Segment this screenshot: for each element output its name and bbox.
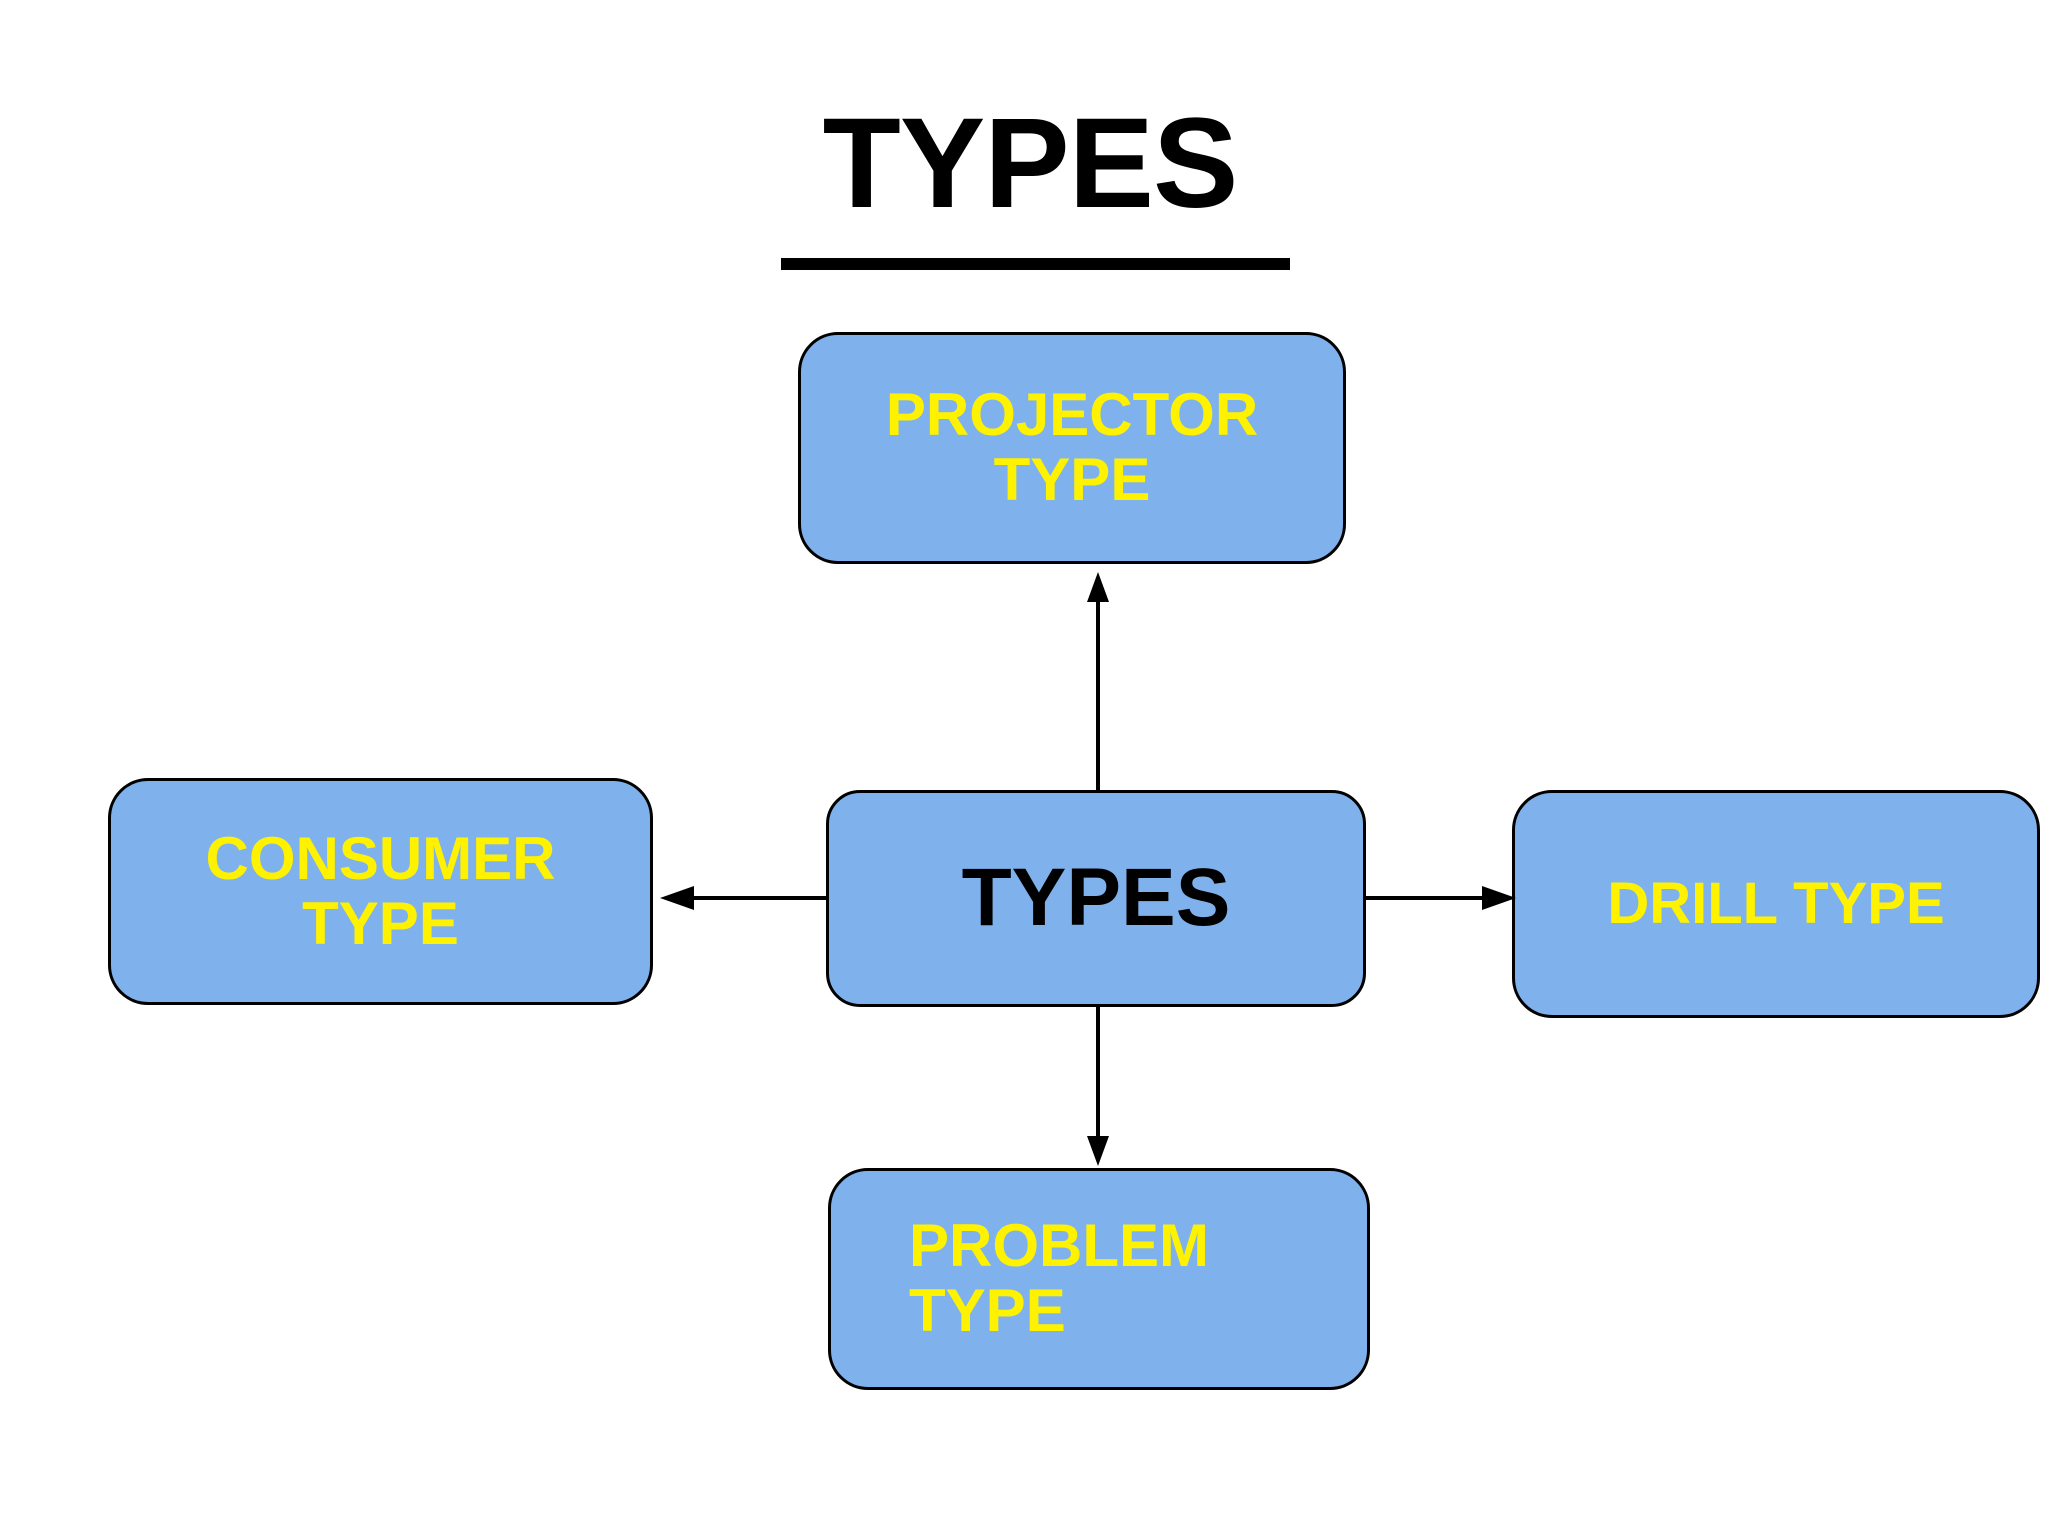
node-drill-type-label: DRILL TYPE <box>1607 870 1945 936</box>
node-consumer-type[interactable]: CONSUMER TYPE <box>108 778 653 1005</box>
node-types-center-label: TYPES <box>961 852 1231 944</box>
node-types-center[interactable]: TYPES <box>826 790 1366 1007</box>
title-underline <box>781 258 1290 270</box>
node-problem-type[interactable]: PROBLEM TYPE <box>828 1168 1370 1390</box>
node-projector-type-label: PROJECTOR TYPE <box>885 381 1259 513</box>
title-block: TYPES <box>770 100 1290 228</box>
page-title: TYPES <box>822 92 1239 235</box>
arrow-right-icon <box>1364 886 1516 910</box>
node-problem-type-label: PROBLEM TYPE <box>909 1212 1209 1344</box>
node-drill-type[interactable]: DRILL TYPE <box>1512 790 2040 1018</box>
arrow-up-icon <box>1087 572 1109 792</box>
node-consumer-type-label: CONSUMER TYPE <box>205 824 556 957</box>
node-projector-type[interactable]: PROJECTOR TYPE <box>798 332 1346 564</box>
arrow-left-icon <box>660 886 828 910</box>
arrow-down-icon <box>1087 1006 1109 1166</box>
